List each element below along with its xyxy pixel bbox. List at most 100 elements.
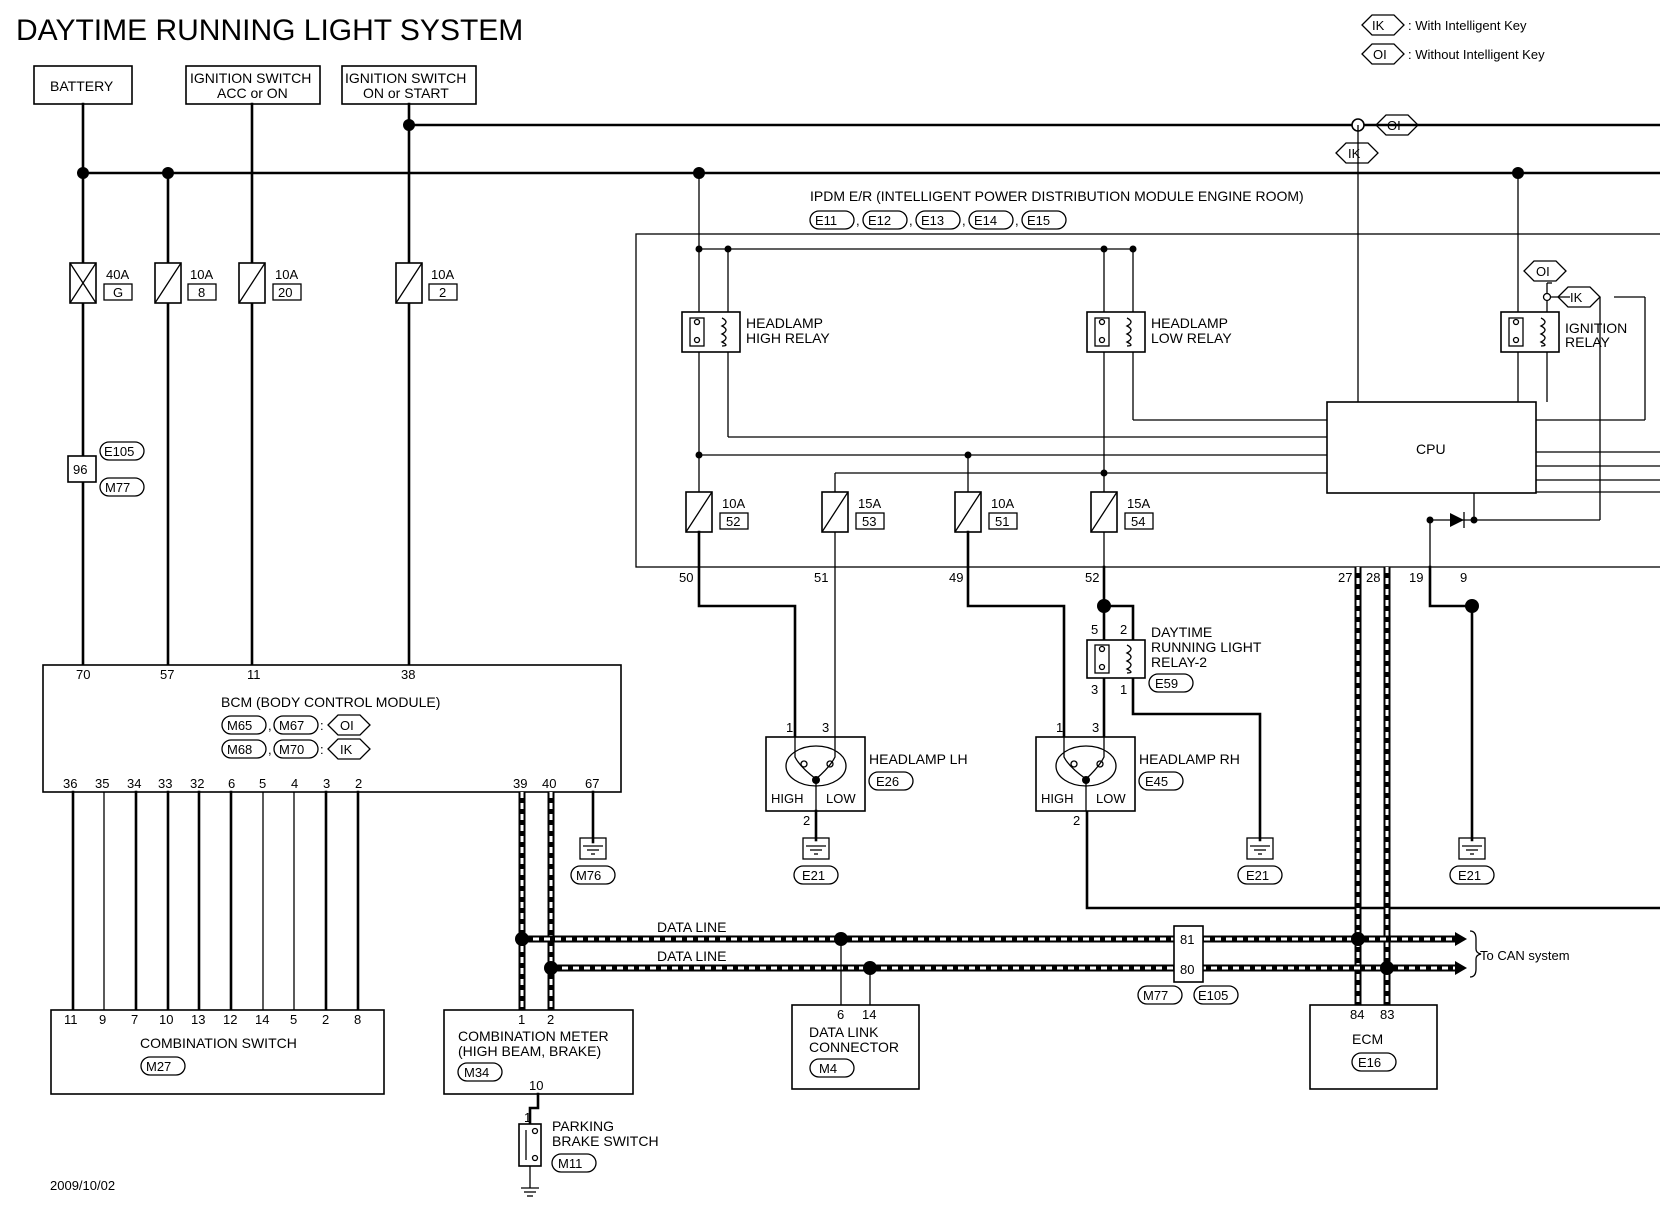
diagram-date: 2009/10/02: [50, 1178, 115, 1193]
svg-text:11: 11: [247, 667, 261, 682]
svg-text:28: 28: [1366, 570, 1380, 585]
svg-text:,: ,: [856, 213, 860, 228]
svg-text:M4: M4: [819, 1061, 837, 1076]
svg-text:10A: 10A: [431, 267, 454, 282]
svg-text:11: 11: [64, 1012, 78, 1027]
svg-text:RELAY-2: RELAY-2: [1151, 654, 1207, 670]
svg-text:M70: M70: [279, 742, 304, 757]
svg-text:E105: E105: [1198, 988, 1228, 1003]
svg-text::: :: [320, 718, 324, 733]
svg-text:53: 53: [862, 514, 876, 529]
svg-text:8: 8: [198, 285, 205, 300]
data-link-connector: 6 14 DATA LINK CONNECTOR M4: [791, 1004, 920, 1090]
svg-text:96: 96: [73, 462, 87, 477]
ground-e21-ipdm: E21: [1449, 837, 1495, 885]
svg-text:E12: E12: [868, 213, 891, 228]
svg-text:HEADLAMP: HEADLAMP: [1151, 315, 1228, 331]
legend-ik-desc: : With Intelligent Key: [1408, 18, 1527, 33]
headlamp-rh: HIGH LOW 1 3 2 HEADLAMP RH E45: [1035, 720, 1240, 828]
drl-relay-2: 5 2 3 1 DAYTIME RUNNING LIGHT RELAY-2 E5…: [1086, 622, 1262, 697]
ground-e21-lh: E21: [793, 837, 839, 885]
svg-text:BRAKE SWITCH: BRAKE SWITCH: [552, 1133, 659, 1149]
svg-text:,: ,: [962, 213, 966, 228]
svg-text:20: 20: [278, 285, 292, 300]
svg-text:36: 36: [63, 776, 77, 791]
svg-text:14: 14: [255, 1012, 269, 1027]
svg-text:IK: IK: [340, 742, 353, 757]
svg-text:12: 12: [223, 1012, 237, 1027]
legend: IK : With Intelligent Key OI : Without I…: [1361, 14, 1545, 65]
diode: [1450, 512, 1465, 528]
svg-text:10A: 10A: [991, 496, 1014, 511]
svg-text:ECM: ECM: [1352, 1031, 1383, 1047]
svg-text:,: ,: [268, 742, 272, 757]
svg-text:32: 32: [190, 776, 204, 791]
svg-text:LOW: LOW: [1096, 791, 1126, 806]
svg-text:10A: 10A: [722, 496, 745, 511]
svg-text:3: 3: [1091, 682, 1098, 697]
svg-text:5: 5: [259, 776, 266, 791]
svg-text:HEADLAMP: HEADLAMP: [746, 315, 823, 331]
svg-text:E59: E59: [1155, 676, 1178, 691]
svg-text:39: 39: [513, 776, 527, 791]
svg-text:9: 9: [99, 1012, 106, 1027]
svg-text:OI: OI: [340, 718, 354, 733]
svg-text:,: ,: [909, 213, 913, 228]
legend-oi-desc: : Without Intelligent Key: [1408, 47, 1545, 62]
svg-text:CONNECTOR: CONNECTOR: [809, 1039, 899, 1055]
svg-text:80: 80: [1180, 962, 1194, 977]
svg-text:5: 5: [1091, 622, 1098, 637]
legend-ik-tag: IK: [1372, 18, 1385, 33]
bcm: 70 57 11 38 BCM (BODY CONTROL MODULE) M6…: [42, 664, 622, 793]
fuse-10a-2: 10A 2: [395, 262, 458, 304]
svg-text:E21: E21: [1458, 868, 1481, 883]
battery-label: BATTERY: [50, 78, 114, 94]
svg-text:COMBINATION SWITCH: COMBINATION SWITCH: [140, 1035, 297, 1051]
svg-text:40A: 40A: [106, 267, 129, 282]
svg-text:2: 2: [547, 1012, 554, 1027]
ign-on-label-2: ON or START: [363, 85, 449, 101]
svg-text:6: 6: [228, 776, 235, 791]
ipdm-connectors: E11 , E12 , E13 , E14 , E15: [809, 210, 1067, 230]
bcm-combination-switch-wires: [71, 790, 360, 1012]
svg-text:2: 2: [439, 285, 446, 300]
svg-text:M27: M27: [146, 1059, 171, 1074]
svg-text:M77: M77: [105, 480, 130, 495]
svg-text:M34: M34: [464, 1065, 489, 1080]
svg-text:7: 7: [131, 1012, 138, 1027]
svg-text:M77: M77: [1143, 988, 1168, 1003]
cpu-label: CPU: [1416, 441, 1446, 457]
svg-text:10: 10: [159, 1012, 173, 1027]
svg-text:2: 2: [322, 1012, 329, 1027]
svg-text:COMBINATION METER: COMBINATION METER: [458, 1028, 609, 1044]
svg-text:34: 34: [127, 776, 141, 791]
svg-text:E11: E11: [815, 213, 837, 228]
svg-text:10A: 10A: [275, 267, 298, 282]
fuse-10a-20: 10A 20: [238, 262, 302, 304]
svg-text:38: 38: [401, 667, 415, 682]
svg-text:E14: E14: [974, 213, 997, 228]
svg-text:E15: E15: [1027, 213, 1050, 228]
svg-text:M68: M68: [227, 742, 252, 757]
svg-text:67: 67: [585, 776, 599, 791]
svg-text:OI: OI: [1536, 264, 1550, 279]
svg-text:13: 13: [191, 1012, 205, 1027]
svg-text:E26: E26: [876, 774, 899, 789]
svg-text:83: 83: [1380, 1007, 1394, 1022]
svg-text:2: 2: [1073, 813, 1080, 828]
svg-text:6: 6: [837, 1007, 844, 1022]
svg-text:RELAY: RELAY: [1565, 334, 1611, 350]
svg-text:3: 3: [1092, 720, 1099, 735]
svg-text:HEADLAMP LH: HEADLAMP LH: [869, 751, 968, 767]
svg-text:(HIGH BEAM, BRAKE): (HIGH BEAM, BRAKE): [458, 1043, 601, 1059]
svg-text:3: 3: [822, 720, 829, 735]
svg-text:3: 3: [323, 776, 330, 791]
svg-text:M11: M11: [558, 1156, 582, 1171]
svg-text:E16: E16: [1358, 1055, 1381, 1070]
ignition-relay: IGNITION RELAY: [1500, 311, 1627, 353]
svg-text:8: 8: [354, 1012, 361, 1027]
svg-text:E13: E13: [921, 213, 944, 228]
ecm: 84 83 ECM E16: [1309, 1004, 1438, 1090]
ign-on-label-1: IGNITION SWITCH: [345, 70, 466, 86]
svg-text:IGNITION: IGNITION: [1565, 320, 1627, 336]
